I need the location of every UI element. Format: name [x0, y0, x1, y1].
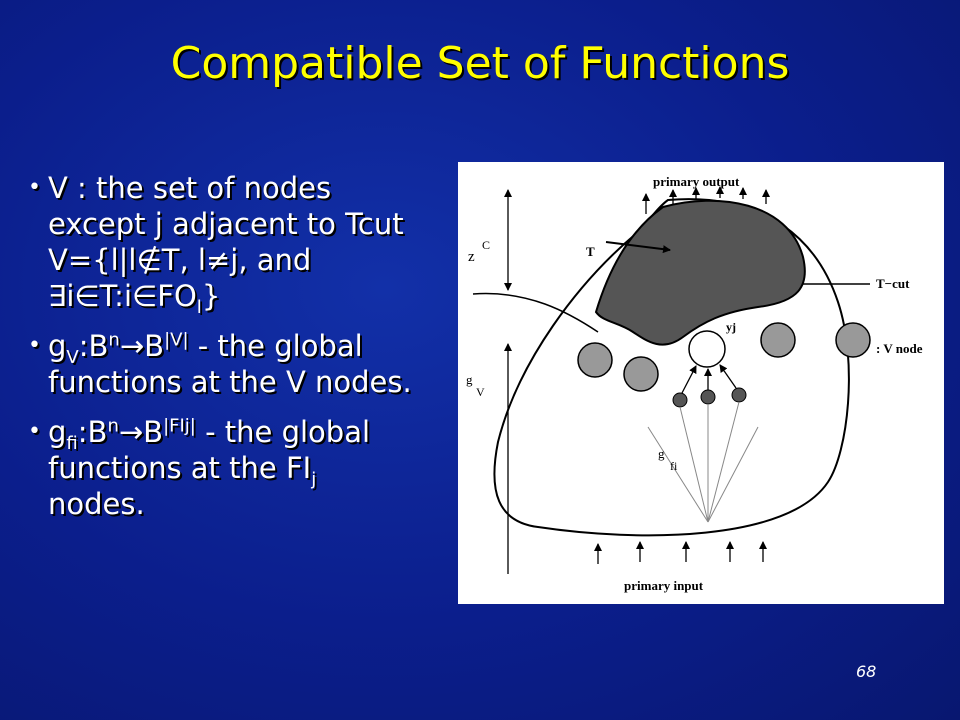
- superscript: n: [108, 329, 120, 351]
- cone-line: [707, 401, 740, 523]
- bullet-dot-icon: •: [28, 333, 41, 358]
- label-yj: yj: [726, 320, 736, 334]
- fanin-node: [731, 387, 747, 403]
- bullet-text: :B: [78, 329, 109, 363]
- bullet-text: - the global functions at the V nodes.: [48, 329, 412, 399]
- network-diagram-panel: primary output primary input T T−cut yj …: [458, 162, 944, 604]
- bullet-text: g: [48, 415, 67, 449]
- tcut-line-left: [472, 292, 599, 333]
- label-v-sub: V: [476, 385, 485, 399]
- v-node: [623, 356, 659, 392]
- superscript: |FIj|: [163, 415, 196, 437]
- element-of-symbol: ∈: [74, 279, 100, 313]
- superscript: |V|: [164, 329, 189, 351]
- subscript: V: [66, 346, 79, 368]
- bullet-text: i: [66, 279, 75, 313]
- label-g-v: g: [466, 372, 473, 387]
- cone-line: [647, 426, 709, 523]
- slide-number: 68: [856, 662, 877, 681]
- node-j: [688, 330, 726, 368]
- primary-output-arrows: [642, 186, 770, 214]
- superscript: n: [107, 415, 119, 437]
- bullet-dot-icon: •: [28, 175, 41, 200]
- v-node: [760, 322, 796, 358]
- bullet-text: V : the set of nodes except j adjacent t…: [48, 171, 404, 277]
- exists-symbol: ∃: [48, 279, 67, 313]
- arrow-symbol: →: [118, 415, 144, 449]
- label-primary-output: primary output: [653, 174, 740, 189]
- bullet-text: B: [144, 329, 165, 363]
- not-equal-symbol: ≠: [205, 243, 231, 277]
- subscript: fi: [66, 432, 78, 454]
- label-t-cut: T−cut: [876, 276, 910, 291]
- label-fi-sub: fi: [670, 459, 678, 473]
- t-region: [594, 199, 806, 346]
- label-v-node-legend: : V node: [876, 341, 923, 356]
- bullet-text: nodes.: [48, 487, 145, 521]
- bullet-text: FO: [157, 279, 197, 313]
- arrow-symbol: →: [119, 329, 145, 363]
- subscript: l: [196, 296, 202, 318]
- slide-title: Compatible Set of Functions: [170, 38, 790, 89]
- edge-arrow: [719, 364, 737, 389]
- bullet-text: }: [201, 279, 221, 313]
- not-in-symbol: ∉: [136, 243, 162, 277]
- bullet-text: :B: [77, 415, 108, 449]
- edge-arrow: [681, 365, 697, 394]
- network-diagram: primary output primary input T T−cut yj …: [466, 174, 923, 593]
- bullet-text: B: [143, 415, 164, 449]
- fanin-node: [672, 392, 688, 408]
- primary-input-arrows: [594, 541, 767, 564]
- cone-line: [707, 426, 759, 523]
- label-t: T: [586, 244, 595, 259]
- fanin-node: [700, 389, 716, 405]
- subscript: j: [311, 468, 317, 490]
- bullet-item-gv: • gV:Bn→B|V| - the global functions at t…: [28, 328, 418, 400]
- v-node-legend: [835, 322, 871, 358]
- label-z: z: [468, 249, 475, 265]
- bullet-list: • V : the set of nodes except j adjacent…: [28, 170, 418, 536]
- label-primary-input: primary input: [624, 578, 704, 593]
- v-node: [577, 342, 613, 378]
- label-c: C: [482, 238, 490, 252]
- bullet-text: T, l: [161, 243, 206, 277]
- bullet-item-v-set: • V : the set of nodes except j adjacent…: [28, 170, 418, 316]
- bullet-dot-icon: •: [28, 419, 41, 444]
- bullet-text: g: [48, 329, 67, 363]
- t-pointer-arrow: [605, 241, 671, 254]
- element-of-symbol: ∈: [132, 279, 158, 313]
- bullet-text: - the global functions at the FI: [48, 415, 371, 485]
- bullet-item-gfi: • gfi:Bn→B|FIj| - the global functions a…: [28, 414, 418, 522]
- bullet-text: j, and: [230, 243, 312, 277]
- label-g-fi: g: [658, 446, 665, 461]
- cone-line: [679, 406, 709, 523]
- bullet-text: T:i: [99, 279, 133, 313]
